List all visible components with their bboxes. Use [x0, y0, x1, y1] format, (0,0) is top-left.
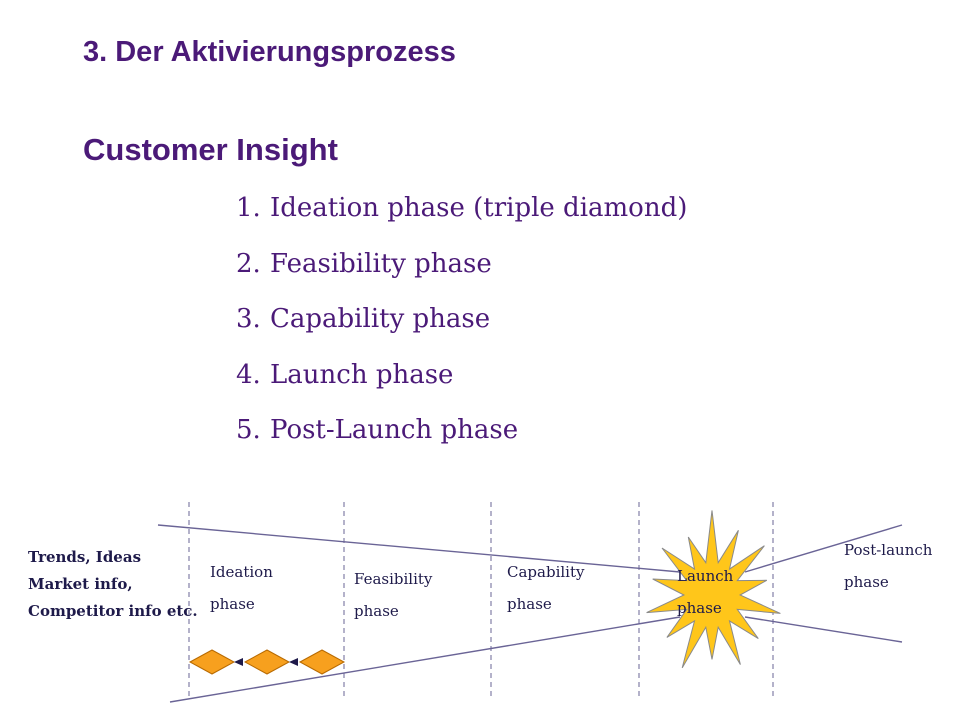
fan-bottom-line — [744, 616, 903, 643]
phase-number: 2. — [236, 248, 261, 279]
feasibility-phase-label: Feasibility phase — [354, 563, 432, 627]
phase-dividers — [188, 502, 774, 700]
phase-item: 3. Capability phase — [236, 299, 687, 355]
arrow-head — [289, 658, 298, 666]
launch-line-1: Launch — [677, 567, 734, 585]
phase-text: Feasibility phase — [270, 248, 492, 279]
postlaunch-line-2: phase — [844, 573, 889, 591]
ideation-phase-label: Ideation phase — [210, 556, 273, 620]
phase-process-diagram: Trends, Ideas Market info, Competitor in… — [0, 490, 960, 720]
launch-phase-label: Launch phase — [677, 560, 733, 624]
feasibility-line-2: phase — [354, 602, 399, 620]
feasibility-line-1: Feasibility — [354, 570, 433, 588]
arrow-head — [234, 658, 243, 666]
capability-line-2: phase — [507, 595, 552, 613]
slide-title: 3. Der Aktivierungsprozess — [83, 36, 456, 68]
phase-list: 1. Ideation phase (triple diamond) 2. Feas… — [236, 188, 687, 466]
input-line-3: Competitor info etc. — [28, 602, 198, 620]
ideation-line-2: phase — [210, 595, 255, 613]
phase-item: 1. Ideation phase (triple diamond) — [236, 188, 687, 244]
phase-item: 5. Post-Launch phase — [236, 410, 687, 466]
funnel-top-line — [157, 524, 681, 573]
postlaunch-phase-label: Post-launch phase — [844, 534, 932, 598]
phase-text: Post-Launch phase — [270, 415, 519, 445]
capability-phase-label: Capability phase — [507, 556, 584, 620]
diamond-shape — [243, 649, 291, 675]
funnel-bottom-line — [169, 616, 681, 703]
capability-line-1: Capability — [507, 563, 585, 581]
input-line-2: Market info, — [28, 575, 133, 593]
phase-number: 3. — [236, 304, 261, 334]
phase-number: 5. — [236, 415, 261, 445]
launch-burst-star — [646, 510, 781, 669]
launch-line-2: phase — [677, 599, 722, 617]
phase-number: 4. — [236, 359, 261, 390]
phase-text: Launch phase — [270, 359, 454, 390]
ideation-line-1: Ideation — [210, 563, 273, 581]
diamond-shape — [188, 649, 236, 675]
phase-number: 1. — [236, 193, 261, 223]
input-sources-label: Trends, Ideas Market info, Competitor in… — [28, 544, 198, 625]
phase-text: Ideation phase (triple diamond) — [270, 193, 688, 223]
triple-diamond — [188, 649, 346, 675]
diamond-shape — [298, 649, 346, 675]
phase-text: Capability phase — [270, 304, 491, 334]
input-line-1: Trends, Ideas — [28, 548, 142, 566]
fan-top-line — [744, 524, 903, 573]
section-subtitle: Customer Insight — [83, 132, 338, 167]
phase-item: 2. Feasibility phase — [236, 244, 687, 300]
diagram-graphic — [157, 502, 903, 703]
funnel-lines — [157, 524, 903, 703]
phase-item: 4. Launch phase — [236, 355, 687, 411]
postlaunch-line-1: Post-launch — [844, 541, 933, 559]
